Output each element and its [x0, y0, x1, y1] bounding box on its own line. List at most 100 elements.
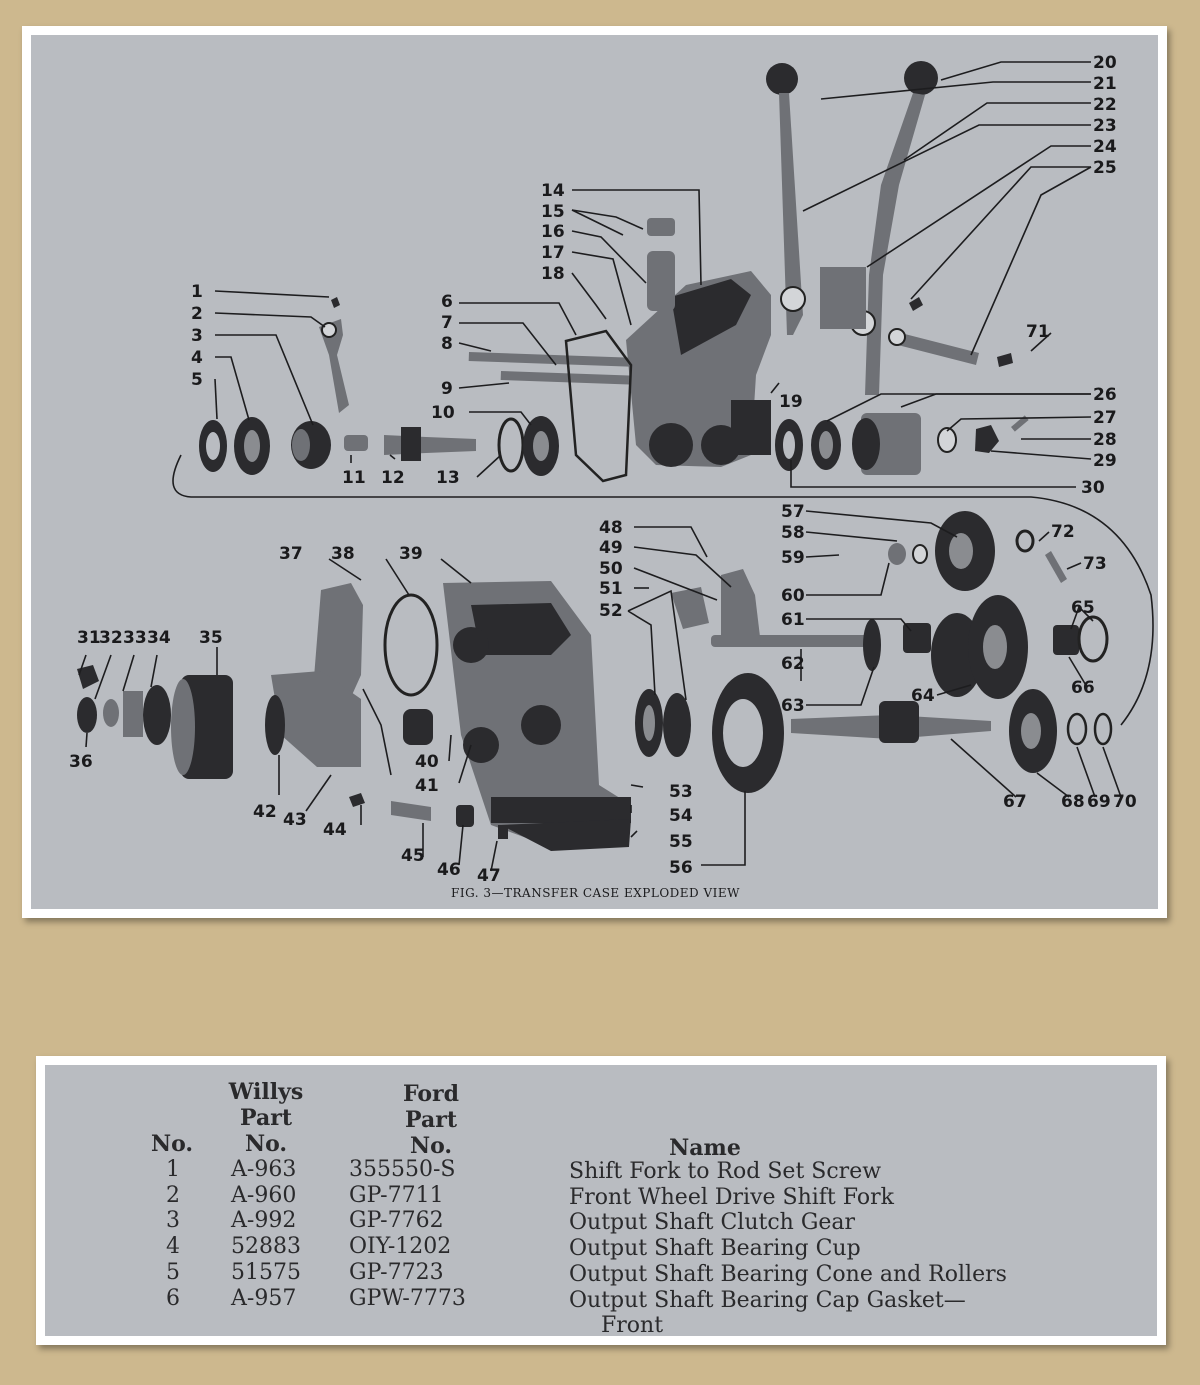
callout-72: 72	[1051, 522, 1075, 542]
row-3-no: 3	[166, 1208, 180, 1233]
callout-64: 64	[911, 686, 935, 706]
callout-6: 6	[441, 292, 453, 312]
callout-9: 9	[441, 379, 453, 399]
callout-67: 67	[1003, 792, 1027, 812]
callout-65: 65	[1071, 598, 1095, 618]
callout-15: 15	[541, 202, 565, 222]
header-ford-line3: No.	[409, 1133, 453, 1159]
callout-38: 38	[331, 544, 355, 564]
row-5-no: 5	[166, 1260, 180, 1285]
row-6-name-continued: Front	[601, 1313, 664, 1336]
callout-56: 56	[669, 858, 693, 878]
callout-52: 52	[599, 601, 623, 621]
callout-48: 48	[599, 518, 623, 538]
callout-2: 2	[191, 304, 203, 324]
callout-16: 16	[541, 222, 565, 242]
callout-37: 37	[279, 544, 303, 564]
callout-51: 51	[599, 579, 623, 599]
gear-cluster	[635, 511, 1113, 793]
callout-17: 17	[541, 243, 565, 263]
callout-21: 21	[1093, 74, 1117, 94]
callout-19: 19	[779, 392, 803, 412]
callout-68: 68	[1061, 792, 1085, 812]
callout-46: 46	[437, 860, 461, 880]
row-5-willys: 51575	[231, 1260, 301, 1285]
row-1-name: Shift Fork to Rod Set Screw	[569, 1159, 882, 1184]
callout-55: 55	[669, 832, 693, 852]
parts-table: Willys Part No. Ford Part No. No. Name 1…	[45, 1065, 1157, 1336]
callout-43: 43	[283, 810, 307, 830]
callout-33: 33	[123, 628, 147, 648]
callout-44: 44	[323, 820, 347, 840]
row-2-name: Front Wheel Drive Shift Fork	[569, 1185, 894, 1210]
callout-45: 45	[401, 846, 425, 866]
callout-14: 14	[541, 181, 565, 201]
shift-lever-right	[820, 61, 938, 395]
row-2-willys: A-960	[231, 1183, 297, 1208]
callout-12: 12	[381, 468, 405, 488]
row-6-name: Output Shaft Bearing Cap Gasket—	[569, 1288, 966, 1313]
callout-54: 54	[669, 806, 693, 826]
shift-lever-left	[766, 63, 806, 335]
callout-10: 10	[431, 403, 455, 423]
callout-labels: 1 2 3 4 5 6 7 8 9 10 11 12 13 14 15 16 1…	[69, 53, 1137, 900]
callout-62: 62	[781, 654, 805, 674]
callout-31: 31	[77, 628, 101, 648]
callout-66: 66	[1071, 678, 1095, 698]
callout-30: 30	[1081, 478, 1105, 498]
callout-1: 1	[191, 282, 203, 302]
row-4-willys: 52883	[231, 1234, 301, 1259]
callout-24: 24	[1093, 137, 1117, 157]
callout-73: 73	[1083, 554, 1107, 574]
header-name: Name	[669, 1135, 741, 1161]
callout-49: 49	[599, 538, 623, 558]
row-5-name: Output Shaft Bearing Cone and Rollers	[569, 1262, 1007, 1287]
bearing-cone-row1	[199, 416, 559, 476]
row-2-ford: GP-7711	[349, 1183, 444, 1208]
leader-lines	[78, 61, 1122, 872]
exploded-view-diagram: 1 2 3 4 5 6 7 8 9 10 11 12 13 14 15 16 1…	[69, 53, 1154, 900]
header-ford-line2: Part	[405, 1107, 457, 1133]
header-no: No.	[150, 1131, 194, 1157]
row-5-ford: GP-7723	[349, 1260, 444, 1285]
callout-8: 8	[441, 334, 453, 354]
callout-11: 11	[342, 468, 366, 488]
callout-47: 47	[477, 866, 501, 886]
callout-36: 36	[69, 752, 93, 772]
header-ford-line1: Ford	[402, 1081, 460, 1107]
callout-32: 32	[99, 628, 123, 648]
callout-5: 5	[191, 370, 203, 390]
callout-34: 34	[147, 628, 171, 648]
callout-40: 40	[415, 752, 439, 772]
callout-41: 41	[415, 776, 439, 796]
row-2-no: 2	[166, 1183, 180, 1208]
row-3-ford: GP-7762	[349, 1208, 444, 1233]
callout-70: 70	[1113, 792, 1137, 812]
header-willys-line3: No.	[244, 1131, 288, 1157]
callout-50: 50	[599, 559, 623, 579]
callout-42: 42	[253, 802, 277, 822]
callout-58: 58	[781, 523, 805, 543]
callout-4: 4	[191, 348, 203, 368]
row-4-name: Output Shaft Bearing Cup	[569, 1236, 861, 1261]
callout-71: 71	[1026, 322, 1050, 342]
callout-28: 28	[1093, 430, 1117, 450]
callout-27: 27	[1093, 408, 1117, 428]
rear-output-row1	[775, 413, 1029, 475]
callout-69: 69	[1087, 792, 1111, 812]
transfer-case-body	[443, 581, 631, 851]
row-3-name: Output Shaft Clutch Gear	[569, 1210, 856, 1235]
callout-29: 29	[1093, 451, 1117, 471]
callout-60: 60	[781, 586, 805, 606]
row-3-willys: A-992	[231, 1208, 297, 1233]
callout-18: 18	[541, 264, 565, 284]
part-drawings	[77, 61, 1154, 851]
row-6-ford: GPW-7773	[349, 1286, 466, 1311]
callout-25: 25	[1093, 158, 1117, 178]
callout-26: 26	[1093, 385, 1117, 405]
diagram-panel: 1 2 3 4 5 6 7 8 9 10 11 12 13 14 15 16 1…	[31, 35, 1158, 909]
header-willys-line1: Willys	[228, 1079, 304, 1105]
row-4-no: 4	[166, 1234, 180, 1259]
front-output-assembly	[77, 665, 233, 779]
callout-23: 23	[1093, 116, 1117, 136]
